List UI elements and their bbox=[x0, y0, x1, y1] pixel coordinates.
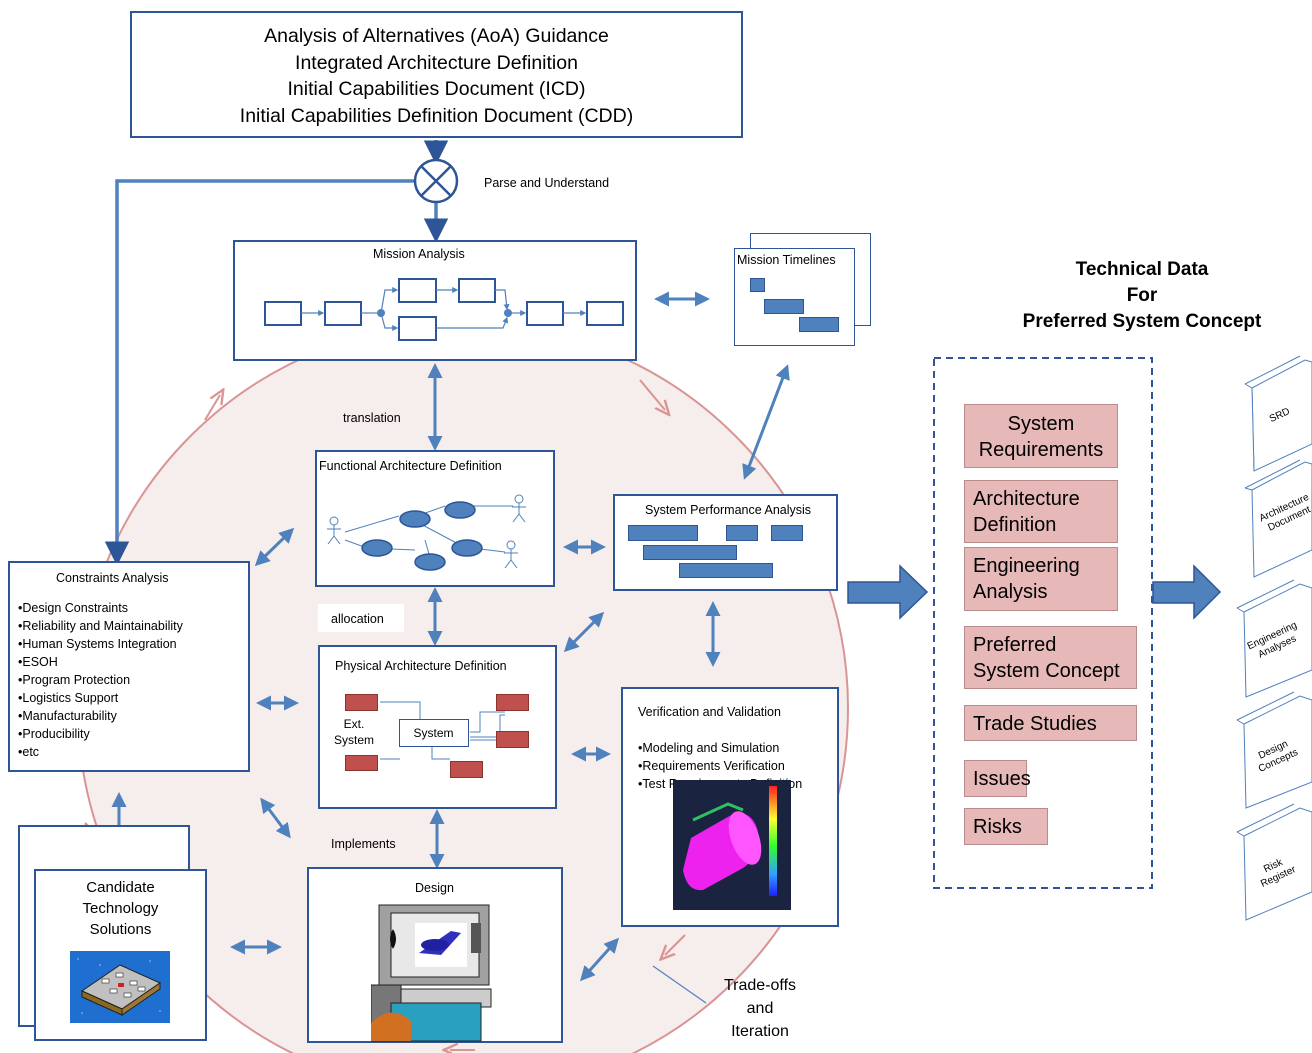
design-title: Design bbox=[415, 881, 454, 895]
constraint-item: •Human Systems Integration bbox=[18, 637, 177, 651]
mission-timelines-title: Mission Timelines bbox=[737, 253, 836, 267]
verification-item: •Modeling and Simulation bbox=[638, 741, 780, 755]
tradeoffs-label: Trade-offs and Iteration bbox=[712, 974, 808, 1043]
summing-junction-icon bbox=[413, 158, 459, 204]
performance-bar-1 bbox=[628, 525, 698, 541]
candidate-line: Solutions bbox=[89, 921, 152, 938]
ext-label: Ext. bbox=[343, 717, 365, 731]
allocation-label-box bbox=[318, 604, 404, 632]
guidance-line-4: Initial Capabilities Definition Document… bbox=[239, 104, 634, 127]
mission-flow-diagram bbox=[264, 278, 624, 341]
component-block bbox=[345, 755, 378, 771]
item-trade-studies: Trade Studies bbox=[964, 705, 1137, 741]
constraints-analysis-title: Constraints Analysis bbox=[56, 571, 169, 585]
timeline-bar-3 bbox=[799, 317, 839, 332]
guidance-line-1: Analysis of Alternatives (AoA) Guidance bbox=[264, 25, 609, 47]
constraint-item: •Program Protection bbox=[18, 673, 131, 687]
technical-data-heading: Technical Data For Preferred System Conc… bbox=[1000, 257, 1284, 335]
block-arrow-to-documents bbox=[1152, 564, 1222, 620]
translation-label: translation bbox=[343, 411, 401, 425]
verification-item: •Requirements Verification bbox=[638, 759, 785, 773]
item-line: Requirements bbox=[978, 439, 1104, 461]
functional-architecture-title: Functional Architecture Definition bbox=[319, 459, 502, 473]
timeline-bar-1 bbox=[750, 278, 765, 292]
item-line: Preferred bbox=[973, 634, 1057, 656]
component-block bbox=[450, 761, 483, 778]
tradeoffs-pointer bbox=[652, 965, 707, 1004]
component-block bbox=[496, 731, 529, 748]
allocation-label: allocation bbox=[331, 612, 384, 626]
feedback-line bbox=[104, 140, 449, 566]
verification-validation-box: Verification and Validation •Modeling an… bbox=[621, 687, 839, 927]
physical-architecture-box: Physical Architecture Definition Ext. Sy… bbox=[318, 645, 557, 809]
use-case-diagram bbox=[327, 494, 526, 571]
candidate-line: Technology bbox=[82, 900, 159, 917]
system-performance-title: System Performance Analysis bbox=[645, 503, 812, 517]
external-system-label: Ext. System bbox=[332, 716, 376, 748]
item-issues: Issues bbox=[964, 760, 1031, 797]
item-line: Definition bbox=[973, 514, 1057, 536]
candidate-technology-label: Candidate Technology Solutions bbox=[36, 877, 205, 940]
system-performance-box: System Performance Analysis bbox=[613, 494, 838, 591]
performance-bar-3 bbox=[771, 525, 803, 541]
guidance-line-2: Integrated Architecture Definition bbox=[295, 51, 578, 74]
system-block-label: System bbox=[413, 726, 454, 740]
constraint-item: •Logistics Support bbox=[18, 691, 119, 705]
parse-label: Parse and Understand bbox=[484, 176, 610, 190]
heading-line: Preferred System Concept bbox=[1022, 311, 1262, 332]
mission-timelines-box: Mission Timelines bbox=[734, 248, 855, 346]
item-risks: Risks bbox=[964, 808, 1048, 845]
performance-bar-2 bbox=[726, 525, 758, 541]
mission-analysis-title: Mission Analysis bbox=[373, 247, 465, 261]
item-architecture-definition: Architecture Definition bbox=[964, 480, 1118, 543]
timeline-bar-2 bbox=[764, 299, 804, 314]
item-system-requirements: System Requirements bbox=[964, 404, 1118, 468]
tradeoffs-line: and bbox=[746, 1000, 774, 1017]
simulation-image bbox=[673, 780, 791, 910]
heading-line: For bbox=[1126, 285, 1158, 306]
guidance-box: Analysis of Alternatives (AoA) Guidance … bbox=[130, 11, 743, 138]
heading-line: Technical Data bbox=[1075, 259, 1209, 280]
guidance-line-3: Initial Capabilities Document (ICD) bbox=[287, 78, 586, 100]
item-line: Trade Studies bbox=[973, 713, 1097, 735]
item-line: Issues bbox=[973, 768, 1031, 790]
physical-architecture-title: Physical Architecture Definition bbox=[335, 659, 507, 673]
verification-validation-title: Verification and Validation bbox=[638, 705, 781, 719]
performance-bar-4 bbox=[643, 545, 737, 560]
implements-label: Implements bbox=[331, 837, 396, 851]
cad-workstation-illustration bbox=[371, 904, 492, 1042]
component-block bbox=[345, 694, 378, 711]
candidate-technology-box: Candidate Technology Solutions bbox=[34, 869, 207, 1041]
functional-architecture-box: Functional Architecture Definition bbox=[315, 450, 555, 587]
item-line: Analysis bbox=[973, 581, 1048, 603]
block-arrow-to-technical-data bbox=[847, 564, 929, 620]
document-booklets bbox=[1236, 355, 1312, 921]
item-preferred-system-concept: Preferred System Concept bbox=[964, 626, 1137, 689]
performance-bar-5 bbox=[679, 563, 773, 578]
item-line: Engineering bbox=[973, 555, 1080, 577]
item-line: System Concept bbox=[973, 660, 1120, 682]
constraint-item: •Producibility bbox=[18, 727, 90, 741]
connector-arrows bbox=[111, 291, 790, 982]
constraint-item: •Reliability and Maintainability bbox=[18, 619, 183, 633]
item-engineering-analysis: Engineering Analysis bbox=[964, 547, 1118, 611]
constraint-item: •etc bbox=[18, 745, 40, 759]
system-label: System bbox=[333, 733, 374, 747]
constraint-item: •Manufacturability bbox=[18, 709, 117, 723]
item-line: System bbox=[1007, 413, 1075, 435]
item-line: Architecture bbox=[973, 488, 1080, 510]
constraint-item: •ESOH bbox=[18, 655, 58, 669]
system-block: System bbox=[399, 719, 469, 747]
constraints-list: •Design Constraints •Reliability and Mai… bbox=[18, 599, 183, 761]
constraint-item: •Design Constraints bbox=[18, 601, 128, 615]
tradeoffs-line: Trade-offs bbox=[723, 977, 797, 994]
design-box: Design bbox=[307, 867, 563, 1043]
mission-analysis-box: Mission Analysis bbox=[233, 240, 637, 361]
item-line: Risks bbox=[973, 816, 1022, 838]
component-block bbox=[496, 694, 529, 711]
tradeoffs-line: Iteration bbox=[731, 1023, 789, 1040]
candidate-line: Candidate bbox=[86, 879, 155, 896]
constraints-analysis-box: Constraints Analysis •Design Constraints… bbox=[8, 561, 250, 772]
microchip-icon bbox=[70, 951, 170, 1023]
